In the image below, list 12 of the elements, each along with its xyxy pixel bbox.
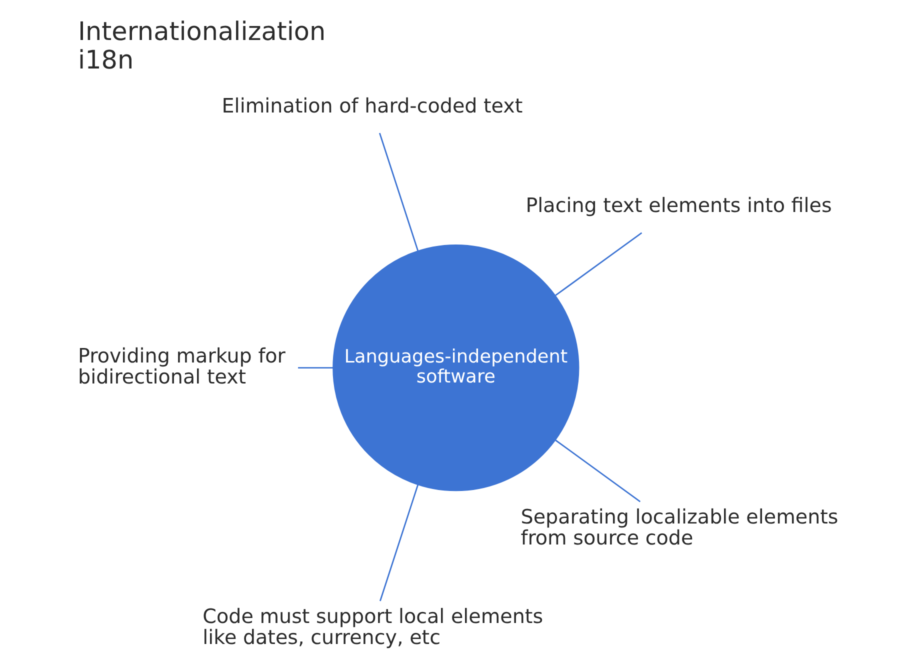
connector xyxy=(554,232,642,296)
node-text: Placing text elements into files xyxy=(525,194,832,218)
connector xyxy=(554,440,640,502)
node-text: Code must support local elements like dates, currency, etc xyxy=(202,604,543,650)
connector xyxy=(378,484,418,602)
connector xyxy=(378,132,418,252)
connector xyxy=(298,367,333,368)
node-text: Elimination of hard-coded text xyxy=(221,94,522,118)
diagram-title: Internationalization i18n xyxy=(78,17,326,76)
node-circle: Languages-independent software xyxy=(332,244,579,492)
node-text: Separating localizable elements from source code xyxy=(520,505,838,550)
node-text: Providing markup for bidirectional text xyxy=(78,344,285,389)
